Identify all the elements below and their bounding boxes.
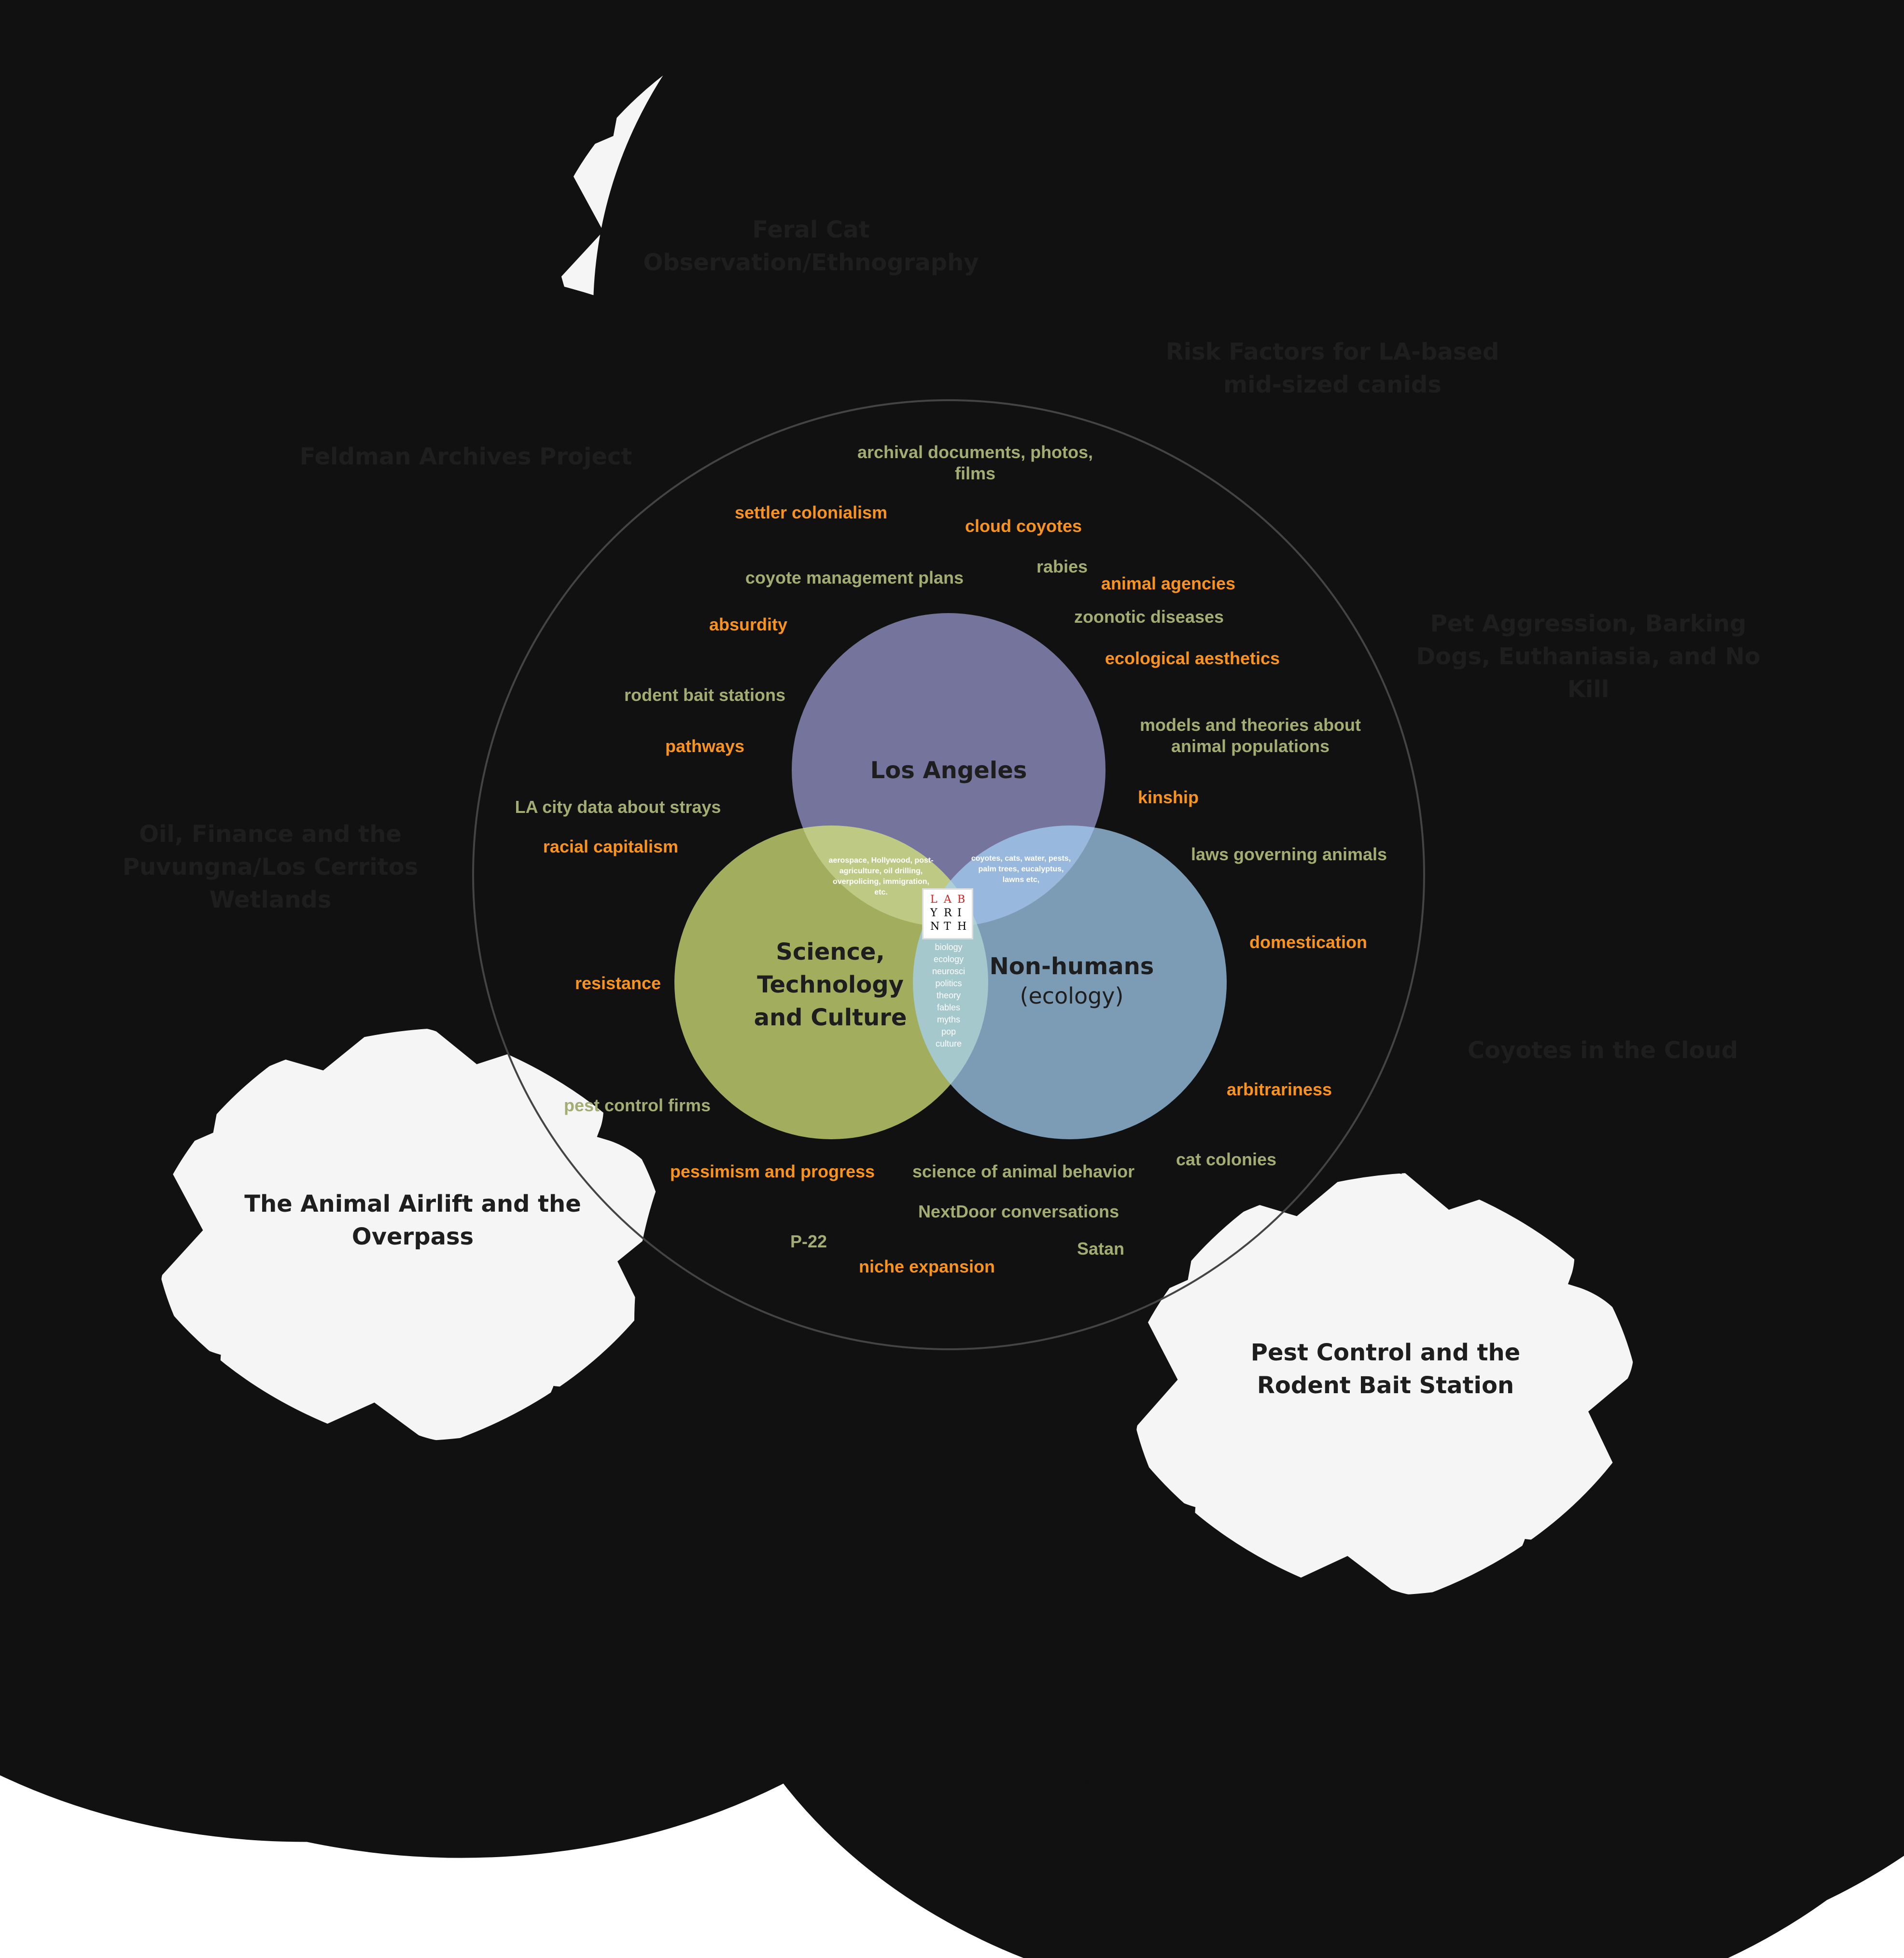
legend-item: data sets [649,1612,760,1652]
overlap-item: politics [935,979,962,988]
venn-label-los-angeles: Los Angeles [870,757,1027,784]
tag-racial-capitalism: racial capitalism [543,837,679,856]
cloud-title-risk-factors: Risk Factors for LA-based mid-sized cani… [1165,338,1499,398]
droplet-icon [866,1619,893,1658]
legend-item: interviews/observations [649,1398,876,1438]
overlap-item: myths [937,1015,960,1024]
droplet-icon [651,1683,678,1722]
tag-rabies: rabies [1036,557,1088,576]
overlap-la-science: aerospace, Hollywood, post-agriculture, … [828,856,934,896]
tag-science-animal-behavior: science of animal behavior [912,1161,1135,1181]
droplet-icon [651,1469,678,1508]
overlap-item: biology [935,942,963,952]
logo-letter: A [944,894,952,906]
tag-animal-agencies: animal agencies [1101,573,1236,593]
legend-item: game ideas/prototypes [864,1690,1082,1731]
tag-laws-governing: laws governing animals [1190,844,1387,864]
venn-label-non-humans: Non-humans (ecology) [980,950,1163,1009]
tag-ecological-aesthetics: ecological aesthetics [1105,648,1280,668]
cloud-title-feral-cat: Feral Cat Observation/Ethnography [643,216,979,276]
legend-item-label: scientific papers (journals) [904,1772,1113,1791]
cloud-title-coyotes-cloud: Coyotes in the Cloud [1467,1037,1738,1064]
logo-letter: B [957,894,966,906]
overlap-item: theory [936,991,961,1000]
cloud-title-oil-finance: Oil, Finance and the Puvungna/Los Cerrit… [122,821,419,913]
tag-coyote-management: coyote management plans [745,568,964,587]
legend-item-label: data sets [689,1622,760,1641]
droplet-icon [866,1762,893,1801]
legend-item-label: photos or drawings [689,1480,841,1498]
tag-absurdity: absurdity [709,615,788,634]
tag-models-theories: models and theories about animal populat… [1139,715,1361,756]
tag-zoonotic-diseases: zoonotic diseases [1074,607,1224,627]
droplet-icon [866,1690,893,1729]
droplet-icon [866,1833,893,1872]
tag-resistance: resistance [574,973,661,993]
tag-pessimism-progress: pessimism and progress [670,1161,875,1181]
legend-item-label: audio recordings [689,1551,822,1570]
tag-p22: P-22 [790,1231,827,1251]
logo-letter: L [930,894,938,906]
cloud-title-feldman: Feldman Archives Project [299,443,632,470]
overlap-item: pop [941,1027,956,1036]
boundary-circle [472,399,1425,1350]
venn-label-non-humans-title: Non-humans [989,953,1154,980]
droplet-icon [651,1398,678,1437]
overlap-item: neurosci [932,966,966,976]
tag-arbitrariness: arbitrariness [1226,1079,1332,1099]
legend-item-label: maps [689,1694,732,1713]
legend-item: audio recordings [649,1540,822,1581]
droplet-icon [651,1612,678,1651]
legend-item: scientific papers (journals) [864,1762,1113,1802]
cloud-title-animal-airlift: The Animal Airlift and the Overpass [244,1190,581,1250]
venn-label-science-technology: Science, Technology and Culture [754,938,907,1031]
cloud-title-pet-aggression: Pet Aggression, Barking Dogs, Euthaniasi… [1416,610,1761,703]
tag-cat-colonies: cat colonies [1176,1149,1277,1169]
tag-domestication: domestication [1249,932,1368,952]
venn-circle-non-humans [913,825,1227,1139]
tag-nextdoor: NextDoor conversations [918,1202,1120,1221]
legend-item-label: working papers (website) [904,1629,1101,1648]
droplet-icon [866,1547,893,1586]
tag-niche-expansion: niche expansion [858,1257,995,1276]
logo-letter: N [930,921,940,933]
tag-cloud-coyotes: cloud coyotes [965,516,1082,536]
venn-circle-science-technology [674,825,988,1139]
venn-label-non-humans-sub: (ecology) [1020,983,1124,1009]
legend-item: working papers (website) [864,1619,1101,1659]
tag-rodent-bait-stations: rodent bait stations [624,685,786,705]
tag-satan: Satan [1077,1239,1125,1259]
tag-kinship: kinship [1137,787,1199,807]
tag-pathways: pathways [665,736,745,756]
logo-letter: R [944,907,952,919]
legend-item: podcast episodes [864,1547,1042,1588]
logo-letter: I [957,907,962,919]
tag-archival: archival documents, photos, films [857,442,1093,483]
droplet-icon [651,1540,678,1580]
legend-item: maps [649,1683,732,1724]
tag-pest-control-firms: pest control firms [563,1095,711,1115]
logo-letter: T [944,921,951,933]
legend-item-label: podcast episodes [904,1558,1043,1577]
tag-la-city-data: LA city data about strays [515,797,721,817]
overlap-la-nonhuman: coyotes, cats, water, pests, palm trees,… [971,854,1071,884]
overlap-item: fables [937,1003,961,1012]
legend-item: books [864,1833,952,1874]
legend-item-label: interviews/observations [689,1408,876,1427]
legend-item-label: game ideas/prototypes [904,1701,1083,1720]
labyrinth-logo: L A B Y R I N T H [922,888,973,939]
tag-settler-colonialism: settler colonialism [734,503,888,522]
cloud-title-pest-control: Pest Control and the Rodent Bait Station [1250,1339,1521,1399]
overlap-item: culture [935,1039,962,1049]
logo-letter: H [957,921,967,933]
legend-item: photos or drawings [649,1469,841,1510]
legend-item-label: books [904,1844,952,1862]
overlap-science-nonhuman: biology ecology neurosci politics theory… [917,941,980,1050]
overlap-item: ecology [933,954,964,964]
logo-letter: Y [930,907,938,919]
